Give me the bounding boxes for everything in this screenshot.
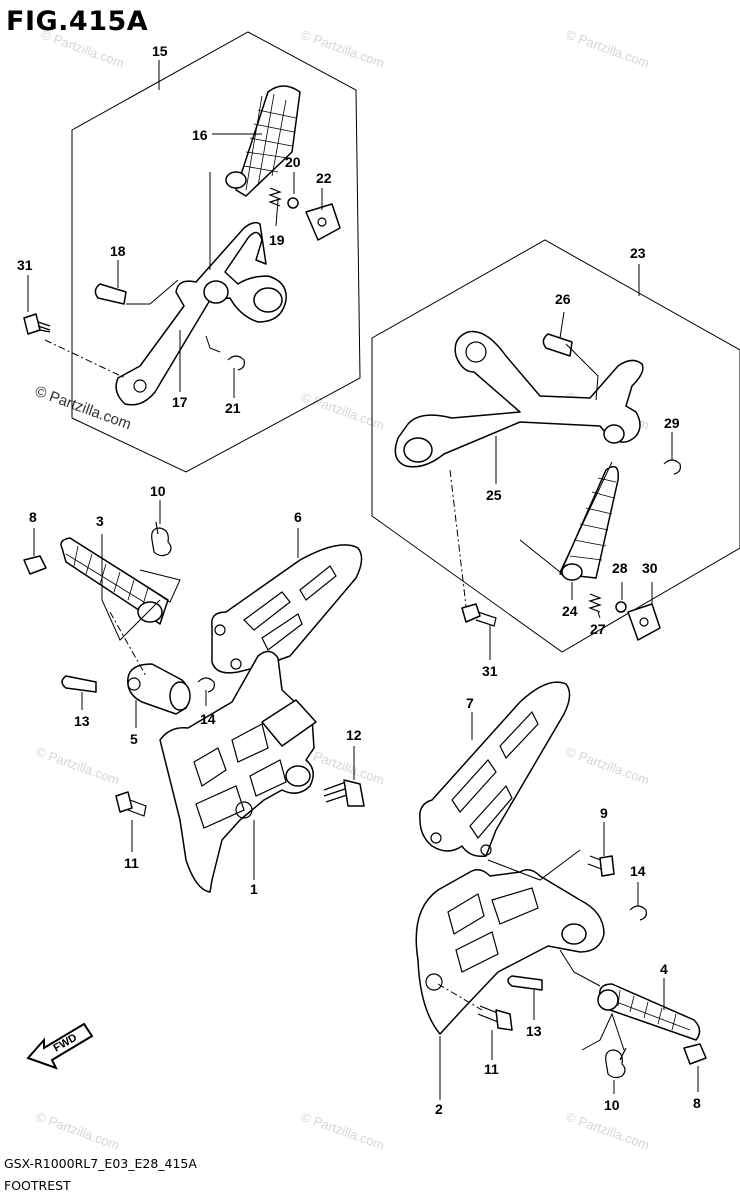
callout-22: 22: [316, 170, 332, 186]
part-13-pin-left: [61, 675, 97, 693]
watermark-text: © Partzilla.com: [299, 27, 386, 71]
callout-20: 20: [285, 154, 301, 170]
callout-13-right: 13: [526, 1023, 542, 1039]
part-4-footpeg-right: [597, 983, 701, 1041]
fwd-direction-arrow: FWD: [26, 1022, 94, 1070]
part-13-pin-right: [507, 975, 543, 991]
callout-25: 25: [486, 487, 502, 503]
leaders-lower-left: [33, 500, 355, 880]
callout-10-right: 10: [604, 1097, 620, 1113]
callout-11-left: 11: [124, 855, 139, 871]
leaders-box-23: [449, 311, 673, 660]
callout-19: 19: [269, 232, 285, 248]
callout-30: 30: [642, 560, 658, 576]
assembly-box-15: [71, 31, 361, 473]
part-25-footrest-bracket-right: [394, 330, 644, 468]
part-9-bolt: [587, 855, 615, 877]
callout-15: 15: [152, 43, 168, 59]
callout-11-right: 11: [484, 1061, 499, 1077]
callout-27: 27: [590, 621, 606, 637]
callout-10-left: 10: [150, 483, 166, 499]
part-14-clip-right: [629, 905, 647, 921]
section-name: FOOTREST: [4, 1178, 71, 1193]
part-1-footrest-bracket-left: [159, 650, 317, 893]
part-3-footpeg-left: [60, 537, 169, 625]
part-31-bolt-left: [23, 313, 51, 335]
part-21-clip: [227, 355, 245, 371]
part-2-footrest-bracket-right: [415, 869, 605, 1035]
callout-2: 2: [435, 1101, 443, 1117]
part-11-bolt-right: [477, 1005, 513, 1031]
callout-8-right: 8: [693, 1095, 701, 1111]
assembly-box-23: [371, 239, 740, 653]
callout-3: 3: [96, 513, 104, 529]
callout-26: 26: [555, 291, 571, 307]
callout-16: 16: [192, 127, 208, 143]
callout-5: 5: [130, 731, 138, 747]
part-22-plate: [305, 203, 341, 241]
callout-28: 28: [612, 560, 628, 576]
part-8-nut-right: [683, 1043, 707, 1065]
part-12-bolt: [323, 779, 365, 807]
callout-4: 4: [660, 961, 668, 977]
callout-31-right: 31: [482, 663, 498, 679]
watermark-text: © Partzilla.com: [34, 744, 121, 788]
part-16-footpeg: [225, 85, 301, 197]
callout-23: 23: [630, 245, 646, 261]
callout-1: 1: [250, 881, 258, 897]
part-8-nut-left: [23, 555, 47, 575]
watermark-text: © Partzilla.com: [564, 1109, 651, 1153]
callout-21: 21: [225, 400, 241, 416]
part-5-pivot: [127, 663, 191, 715]
part-28-ball: [615, 601, 627, 613]
part-19-spring: [268, 187, 282, 207]
leaders-box-15: [27, 133, 323, 398]
part-31-bolt-right: [461, 603, 497, 627]
callout-14-left: 14: [200, 711, 216, 727]
part-26-pin: [542, 333, 573, 357]
part-27-spring: [588, 593, 602, 613]
watermark-text: © Partzilla.com: [299, 1109, 386, 1153]
part-18-pin: [94, 283, 127, 305]
callout-29: 29: [664, 415, 680, 431]
part-10-spring-right: [605, 1047, 627, 1079]
watermark-text: © Partzilla.com: [564, 744, 651, 788]
part-11-bolt-left: [115, 791, 147, 817]
callout-12: 12: [346, 727, 362, 743]
watermark-text: © Partzilla.com: [299, 389, 386, 433]
figure-title: FIG.415A: [6, 6, 148, 37]
callout-8-left: 8: [29, 509, 37, 525]
watermark-text: © Partzilla.com: [34, 1109, 121, 1153]
model-code: GSX-R1000RL7_E03_E28_415A: [4, 1156, 197, 1171]
part-20-ball: [287, 197, 299, 209]
callout-14-right: 14: [630, 863, 646, 879]
callout-9: 9: [600, 805, 608, 821]
part-6-heel-guard-left: [211, 544, 363, 674]
part-24-footpeg-right: [559, 465, 619, 581]
part-30-plate: [627, 603, 661, 641]
callout-24: 24: [562, 603, 578, 619]
callout-13-left: 13: [74, 713, 90, 729]
watermark-text: © Partzilla.com: [564, 27, 651, 71]
callout-31-left: 31: [17, 257, 33, 273]
part-17-footrest-bracket: [115, 221, 287, 406]
callout-7: 7: [466, 695, 474, 711]
callout-17: 17: [172, 394, 188, 410]
leaders-lower-right: [437, 712, 699, 1100]
part-29-clip: [663, 459, 681, 475]
part-10-spring-left: [151, 521, 172, 557]
part-7-heel-guard-right: [419, 681, 571, 858]
callout-6: 6: [294, 509, 302, 525]
part-14-clip-left: [197, 677, 215, 693]
callout-18: 18: [110, 243, 126, 259]
callout-labels: 15 16 20 22 19 18 31 17 21 23 26 29 25 2…: [17, 43, 701, 1117]
